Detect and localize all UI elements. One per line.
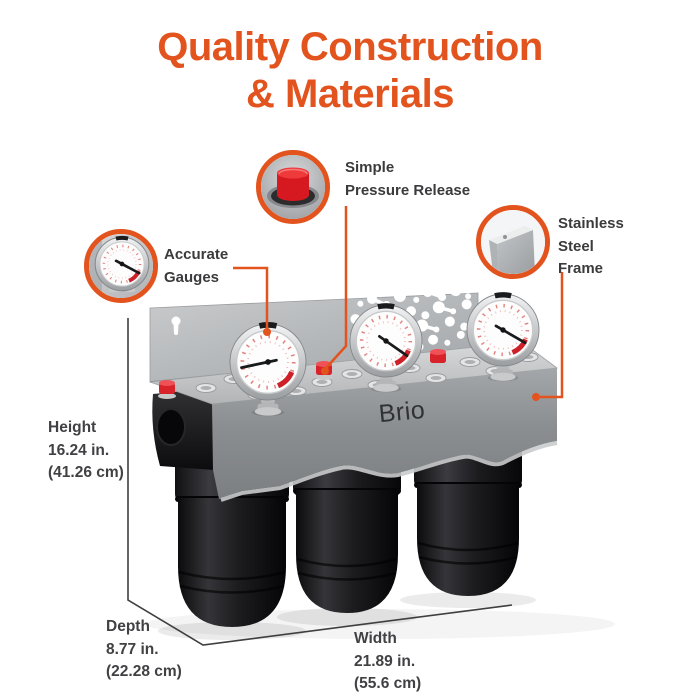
width-inches: 21.89 in. [354,652,416,670]
leader-line-frame [532,272,564,401]
gauges-label-line-1: Accurate [164,246,229,263]
pressure-release-label-line-1: Simple [345,159,395,176]
height-inches: 16.24 in. [48,441,110,459]
pressure-release-button-icon [261,155,325,219]
page-title-line-1: Quality Construction [157,25,543,69]
depth-name: Depth [106,618,150,635]
gauge-1 [230,324,306,417]
page-title-line-2: & Materials [246,72,454,116]
pressure-release-valve-3 [429,349,447,368]
width-name: Width [354,630,397,647]
mounting-keyhole-icon [171,316,181,335]
steel-frame-callout-circle [476,205,550,279]
steel-frame-label-line-1: Stainless [558,215,624,232]
steel-frame-label: Stainless Steel Frame [558,213,624,281]
inlet-port [152,388,214,470]
gauges-label-line-2: Gauges [164,268,220,286]
pressure-gauge-icon [89,234,153,298]
depth-dimension-label: Depth 8.77 in. (22.28 cm) [106,616,182,684]
dimension-lines [127,318,513,646]
steel-corner-icon [481,210,545,274]
gauges-callout-circle [84,229,158,303]
pressure-release-label: Simple Pressure Release [345,157,470,202]
steel-frame-label-line-2: Steel [558,237,594,255]
height-depth-width-line [127,318,513,646]
gauge-2 [350,305,422,393]
height-dimension-label: Height 16.24 in. (41.26 cm) [48,417,124,485]
steel-frame-label-line-3: Frame [558,260,604,277]
gauges-label: Accurate Gauges [164,244,228,289]
depth-cm: (22.28 cm) [106,663,182,680]
width-dimension-label: Width 21.89 in. (55.6 cm) [354,628,421,696]
pressure-release-callout-circle [256,150,330,224]
width-cm: (55.6 cm) [354,675,422,692]
height-name: Height [48,419,97,436]
leader-line-gauges [233,266,271,336]
height-cm: (41.26 cm) [48,464,124,481]
pressure-release-valve-1 [158,380,176,399]
page-title: Quality Construction & Materials [0,24,700,118]
pressure-release-label-line-2: Pressure Release [345,181,471,199]
gauge-3 [467,294,539,382]
leader-line-pressure [321,206,348,375]
front-face [212,368,558,502]
depth-inches: 8.77 in. [106,640,159,658]
